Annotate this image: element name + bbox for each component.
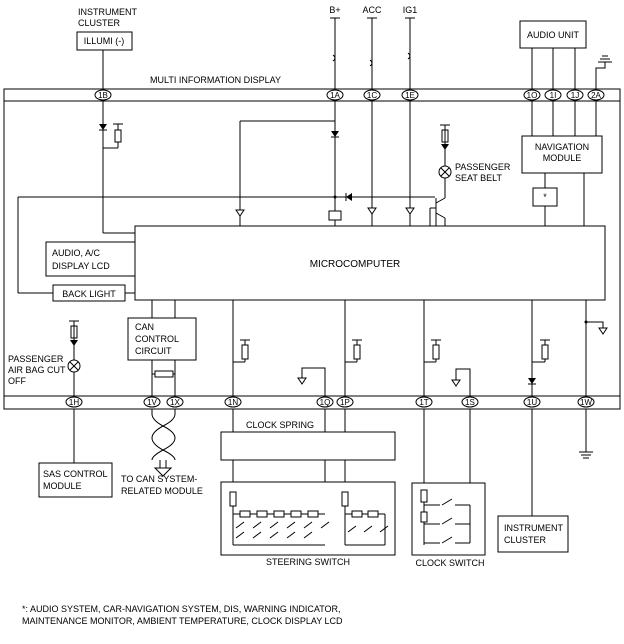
steering-switch-internals — [229, 491, 389, 546]
ig1-label: IG1 — [403, 5, 418, 15]
steering-switch-box — [220, 481, 396, 556]
air-bag-indicator — [67, 320, 81, 396]
sas-control-module-label-1: SAS CONTROL — [43, 469, 108, 479]
pin-1w-label: 1W — [580, 398, 592, 407]
to-can-label-1: TO CAN SYSTEM- — [121, 474, 197, 484]
can-wiring — [151, 300, 176, 318]
acc-label: ACC — [362, 5, 382, 15]
can-twisted-pair — [151, 409, 176, 477]
navigation-module-box — [521, 135, 603, 174]
pin-1w — [577, 396, 595, 408]
pin-1v-label: 1V — [147, 398, 157, 407]
pin-1h-label: 1H — [69, 398, 79, 407]
supply-lines — [330, 17, 415, 90]
footnote-line-2: MAINTENANCE MONITOR, AMBIENT TEMPERATURE… — [22, 616, 343, 626]
pin-1a — [326, 89, 344, 101]
sas-control-module-box — [38, 462, 113, 498]
steering-switch-label: STEERING SWITCH — [266, 557, 350, 567]
pin-1e — [401, 89, 419, 101]
instrument-cluster-bottom-label-1: INSTRUMENT — [504, 523, 563, 533]
can-control-circuit-label-2: CONTROL — [135, 334, 179, 344]
audio-ac-display-label-2: DISPLAY LCD — [52, 261, 110, 271]
asterisk-label: * — [543, 192, 547, 202]
to-can-label-2: RELATED MODULE — [121, 486, 203, 496]
microcomputer-box — [134, 225, 606, 301]
pin-1n — [224, 396, 242, 408]
pin-1q-label: 1Q — [320, 398, 331, 407]
passenger-seat-belt-label-1: PASSENGER — [455, 162, 511, 172]
pin-1c — [363, 89, 381, 101]
pin-1p — [336, 396, 354, 408]
instrument-cluster-top-label-1: INSTRUMENT — [78, 7, 137, 17]
clock-switch-internals — [420, 489, 471, 545]
ground-1w — [579, 409, 593, 459]
pin-1t — [415, 396, 433, 408]
ground-2a — [595, 55, 612, 90]
navigation-module-label-1: NAVIGATION — [535, 142, 589, 152]
audio-ac-display-box — [45, 241, 136, 277]
asterisk-box — [532, 187, 558, 207]
pin-1i-label: 1I — [550, 91, 557, 100]
passenger-air-bag-label-3: OFF — [8, 376, 26, 386]
pin-1p-label: 1P — [340, 398, 350, 407]
pin-1n-label: 1N — [228, 398, 238, 407]
pin-1s-label: 1S — [465, 398, 475, 407]
can-control-circuit-label-1: CAN — [135, 322, 154, 332]
internal-wiring-top — [17, 101, 452, 294]
can-bus-wiring — [151, 360, 176, 396]
clock-spring-label: CLOCK SPRING — [246, 420, 314, 430]
pin-1h — [65, 396, 83, 408]
passenger-seat-belt-label-2: SEAT BELT — [455, 173, 503, 183]
illumi-box — [76, 31, 133, 51]
passenger-air-bag-label-1: PASSENGER — [8, 354, 64, 364]
pin-1u-label: 1U — [527, 398, 537, 407]
pin-1v — [143, 396, 161, 408]
b-plus-label: B+ — [329, 5, 340, 15]
pin-1q — [316, 396, 334, 408]
illumi-label: ILLUMI (-) — [84, 36, 125, 46]
audio-unit-box — [519, 20, 587, 49]
internal-wiring-bottom — [232, 300, 608, 396]
top-pins: 1B 1A 1C 1E 1O 1I 1J 2A — [94, 89, 605, 101]
pin-1o-label: 1O — [527, 91, 538, 100]
pin-1j-label: 1J — [571, 91, 579, 100]
clock-switch-label: CLOCK SWITCH — [415, 558, 484, 568]
nav-wiring — [531, 101, 597, 226]
instrument-cluster-top-label-2: CLUSTER — [78, 18, 121, 28]
bottom-pins: 1H 1V 1X 1N 1Q 1P 1T 1S 1U 1W — [65, 396, 595, 408]
navigation-module-label-2: MODULE — [543, 153, 582, 163]
pin-2a-label: 2A — [591, 91, 601, 100]
passenger-air-bag-label-2: AIR BAG CUT — [8, 365, 66, 375]
sas-control-module-label-2: MODULE — [43, 481, 82, 491]
pin-1b-label: 1B — [98, 91, 108, 100]
footnote-line-1: *: AUDIO SYSTEM, CAR-NAVIGATION SYSTEM, … — [22, 604, 341, 614]
mid-title: MULTI INFORMATION DISPLAY — [150, 75, 281, 85]
pin-1c-label: 1C — [367, 91, 377, 100]
pin-1a-label: 1A — [330, 91, 340, 100]
pin-1o — [523, 89, 541, 101]
instrument-cluster-bottom-box — [497, 515, 569, 553]
can-control-circuit-label-3: CIRCUIT — [135, 346, 172, 356]
pin-2a — [587, 89, 605, 101]
audio-ac-display-label-1: AUDIO, A/C — [52, 248, 101, 258]
clock-spring-box — [220, 431, 396, 461]
back-light-label: BACK LIGHT — [62, 289, 116, 299]
instrument-cluster-bottom-label-2: CLUSTER — [504, 535, 547, 545]
pin-1u — [523, 396, 541, 408]
pin-1x — [166, 396, 184, 408]
pin-1x-label: 1X — [170, 398, 180, 407]
pin-1s — [461, 396, 479, 408]
clock-switch-wiring — [423, 409, 471, 483]
can-control-circuit-box — [127, 317, 197, 361]
pin-1i — [544, 89, 562, 101]
audio-unit-label: AUDIO UNIT — [527, 30, 580, 40]
microcomputer-label: MICROCOMPUTER — [310, 259, 401, 270]
pin-1t-label: 1T — [419, 398, 428, 407]
pin-1e-label: 1E — [405, 91, 415, 100]
pin-1j — [566, 89, 584, 101]
pin-1b — [94, 89, 112, 101]
